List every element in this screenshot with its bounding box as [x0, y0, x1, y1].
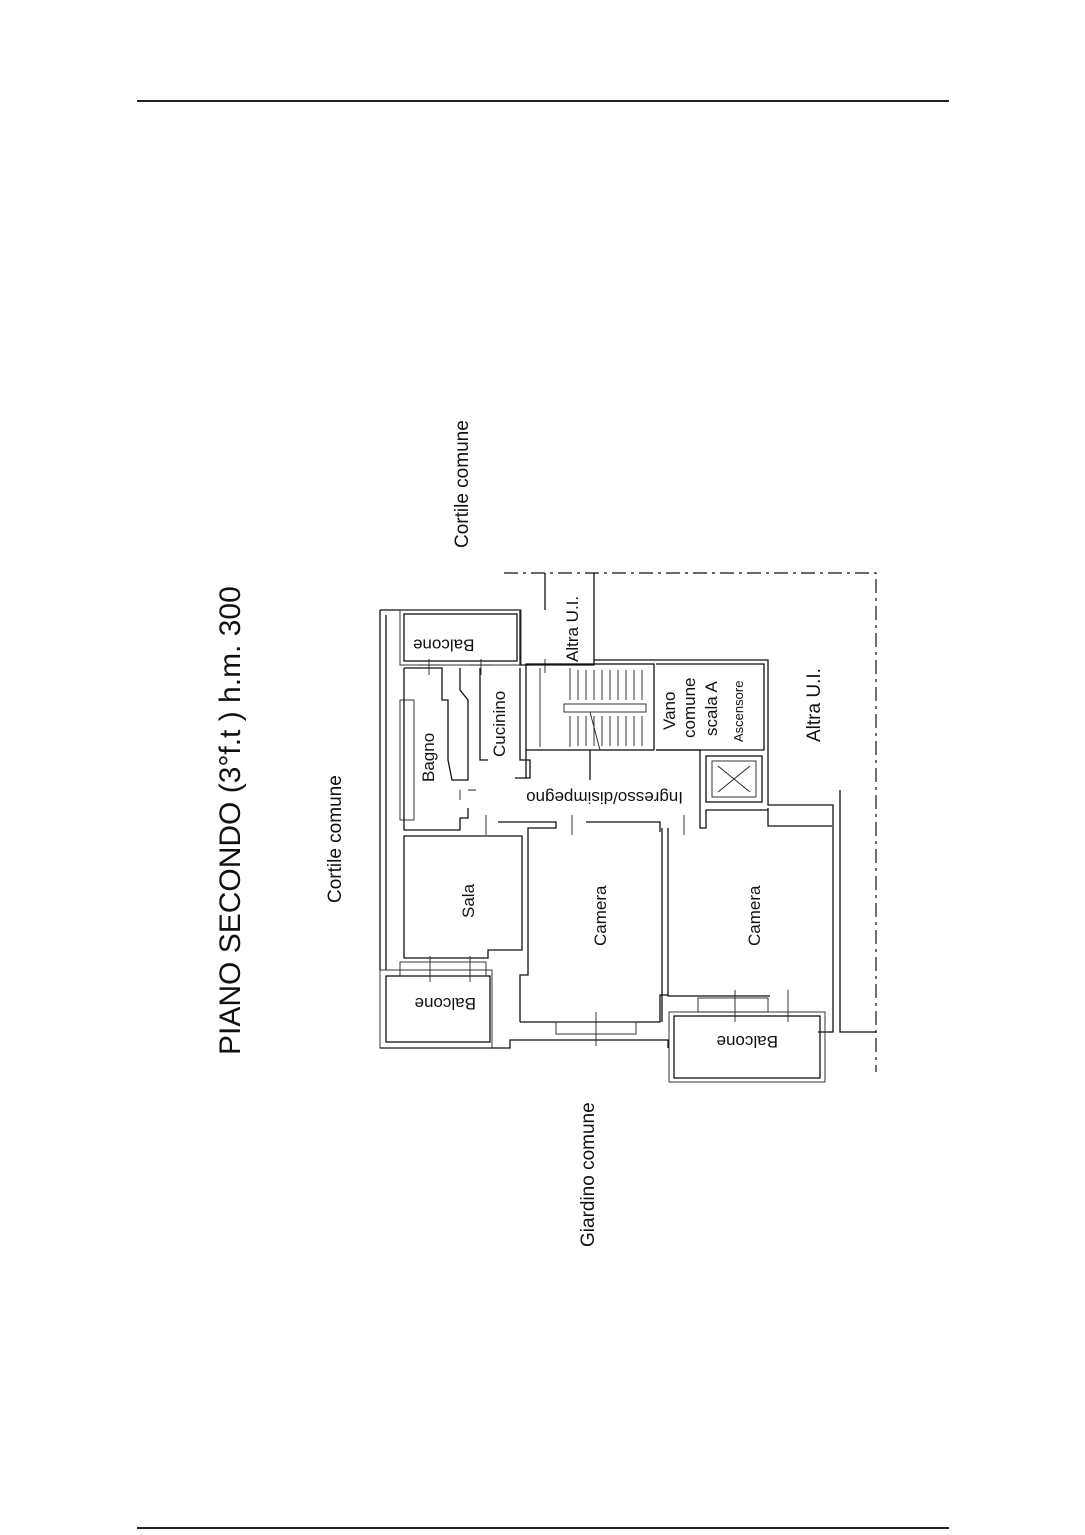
outer-wall: [379, 609, 834, 1049]
room-vano-3: scala A: [702, 681, 721, 736]
room-camera-1: Camera: [591, 885, 610, 946]
bagno-walls: [403, 667, 469, 831]
label-cortile-top: Cortile comune: [452, 420, 473, 548]
label-cortile-left: Cortile comune: [325, 775, 346, 903]
room-vano-1: Vano: [660, 692, 679, 730]
room-sala: Sala: [459, 883, 478, 918]
stair-treads: [539, 668, 647, 751]
sala-walls: [403, 835, 523, 959]
cucinino-walls: [479, 668, 531, 779]
room-bagno: Bagno: [419, 733, 438, 782]
label-altra-ui-1: Altra U.I.: [563, 596, 582, 662]
room-balcone-left: Balcone: [415, 994, 476, 1013]
label-giardino: Giardino comune: [578, 1102, 599, 1247]
room-vano-2: comune: [680, 678, 699, 738]
balcone-bottom: [673, 1015, 821, 1079]
door-ticks-corridor: [459, 789, 685, 835]
balcone-top: [403, 613, 518, 662]
door-ticks-top: [418, 659, 560, 675]
boundary-line: [504, 572, 877, 1072]
neighbour-wall: [544, 573, 876, 1033]
room-balcone-bottom: Balcone: [717, 1032, 778, 1051]
corridor-walls: [525, 749, 768, 829]
room-balcone-top: Balcone: [413, 635, 474, 654]
top-rule: [137, 100, 949, 102]
room-ascensore: Ascensore: [731, 681, 746, 742]
label-altra-ui-2: Altra U.I.: [804, 668, 825, 742]
stairwell: [525, 663, 655, 751]
vano-comune-walls: [656, 663, 765, 751]
elevator-shaft: [705, 755, 763, 803]
camera-2-walls: [667, 808, 832, 997]
bottom-rule: [137, 1527, 949, 1529]
plan-title: PIANO SECONDO (3°f.t ) h.m. 300: [214, 586, 247, 1055]
room-ingresso: Ingresso/disimpegno: [526, 788, 683, 807]
room-camera-2: Camera: [745, 885, 764, 946]
room-cucinino: Cucinino: [490, 691, 509, 757]
camera-1-walls: [498, 821, 663, 1022]
